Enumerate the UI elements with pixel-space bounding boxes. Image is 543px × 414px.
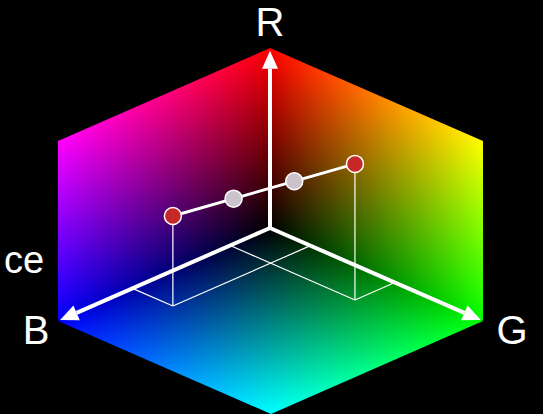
guide-line (132, 288, 172, 306)
guide-line (172, 216, 173, 306)
blue-green-face-layer (58, 228, 483, 414)
arrow-head (262, 51, 278, 69)
guide-line (230, 245, 355, 299)
blue-green-face (58, 228, 483, 414)
red-axis (268, 69, 272, 228)
guide-line (354, 164, 355, 300)
blue-green-face-layer (58, 228, 483, 414)
cut-off-text: ce (4, 241, 44, 279)
blue-axis (77, 228, 270, 313)
axis-label: B (23, 310, 50, 350)
projection-guides (132, 164, 394, 306)
color-sample-dot (225, 190, 242, 207)
axis-label: R (256, 2, 285, 42)
arrow-head (461, 306, 481, 321)
green-axis (270, 228, 464, 313)
color-sample-dot (346, 155, 363, 172)
arrow-head (60, 306, 80, 321)
color-sample-dot (286, 173, 303, 190)
interpolation-line (173, 164, 355, 216)
axis-label: G (496, 310, 527, 350)
color-sample-dot (164, 208, 181, 225)
guide-line (355, 282, 395, 299)
guide-line (173, 246, 311, 306)
